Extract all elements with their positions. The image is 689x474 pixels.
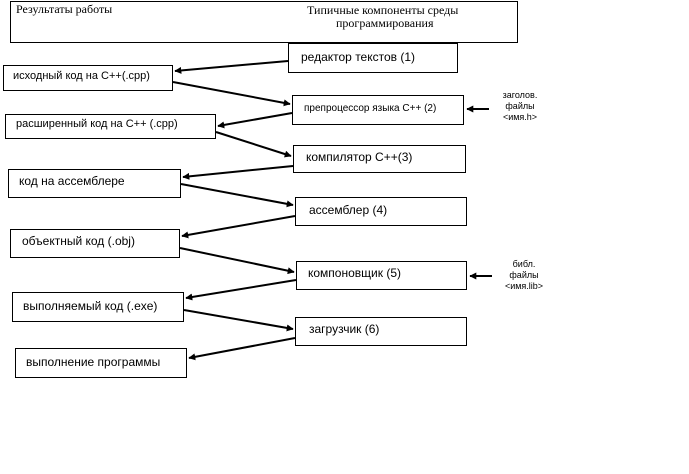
note-header-files-line2: файлы [505,101,535,111]
arrow-loader-to-execution [188,337,296,361]
component-box-assembler [295,197,467,226]
component-label-preprocessor: препроцессор языка C++ (2) [304,103,437,114]
component-box-linker [296,261,467,290]
arrow-executable-to-loader [183,309,294,332]
result-box-program-execution [15,348,187,378]
component-box-compiler [293,145,466,173]
component-label-compiler: компилятор C++(3) [306,150,413,164]
arrow-editor-to-source [174,60,289,74]
component-label-assembler: ассемблер (4) [309,203,388,217]
note-library-files-line1: библ. [512,259,536,269]
result-box-executable-code [12,292,184,322]
component-box-loader [295,317,467,346]
component-label-linker: компоновщик (5) [308,266,401,280]
result-label-executable-code: выполняемый код (.exe) [23,299,158,313]
arrow-linker-to-executable [185,279,297,301]
note-library-files-line3: <имя.lib> [504,281,544,291]
header-box [10,1,518,43]
component-box-preprocessor [292,95,464,125]
arrow-assembly-to-assembler [180,183,294,208]
result-box-assembly-code [8,169,181,198]
arrow-compiler-to-assembly [182,165,294,180]
header-right-title-line1: Типичные компоненты среды [307,3,459,17]
arrow-expanded-to-compiler [215,131,292,158]
result-label-object-code: объектный код (.obj) [22,234,135,248]
component-box-text-editor [288,43,458,73]
result-box-expanded-code [5,114,216,139]
arrow-assembler-to-object [181,215,296,239]
arrow-object-to-linker [179,247,295,275]
note-header-files: заголов. файлы <имя.h> [490,90,550,123]
note-library-files: библ. файлы <имя.lib> [494,259,554,292]
result-box-object-code [10,229,180,258]
result-label-assembly-code: код на ассемблере [19,174,125,188]
note-library-files-line2: файлы [509,270,539,280]
component-label-loader: загрузчик (6) [309,322,380,336]
arrow-source-to-preprocessor [172,81,291,107]
arrow-preprocessor-to-expanded [217,112,293,129]
component-label-text-editor: редактор текстов (1) [301,50,416,64]
header-right-title-line2: программирования [336,16,434,30]
result-label-program-execution: выполнение программы [26,355,161,369]
note-header-files-line1: заголов. [502,90,538,100]
header-left-title: Результаты работы [16,2,113,16]
note-header-files-line3: <имя.h> [502,112,538,122]
result-label-source-code: исходный код на C++(.cpp) [13,70,150,82]
result-box-source-code [3,65,173,91]
result-label-expanded-code: расширенный код на C++ (.cpp) [16,118,178,130]
